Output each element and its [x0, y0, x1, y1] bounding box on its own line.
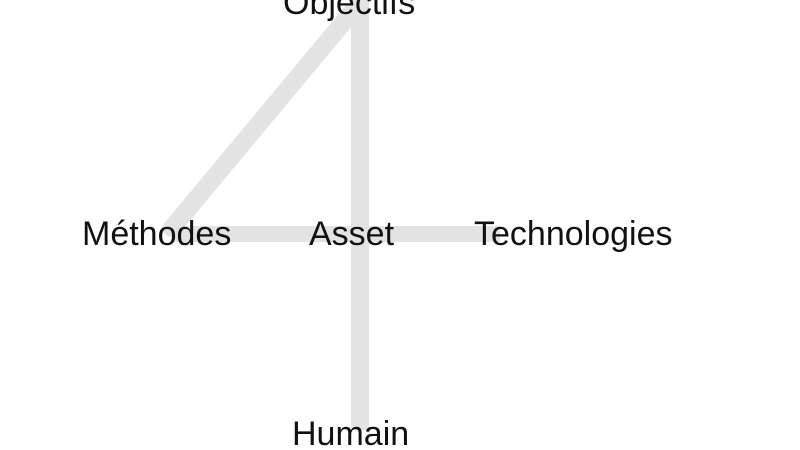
node-label-left: Méthodes — [82, 215, 232, 253]
node-label-right: Technologies — [474, 215, 673, 253]
node-label-center: Asset — [309, 215, 395, 253]
node-label-top: Objectifs — [283, 0, 416, 22]
diagonal-connector — [163, 3, 361, 237]
node-label-bottom: Humain — [292, 415, 410, 450]
